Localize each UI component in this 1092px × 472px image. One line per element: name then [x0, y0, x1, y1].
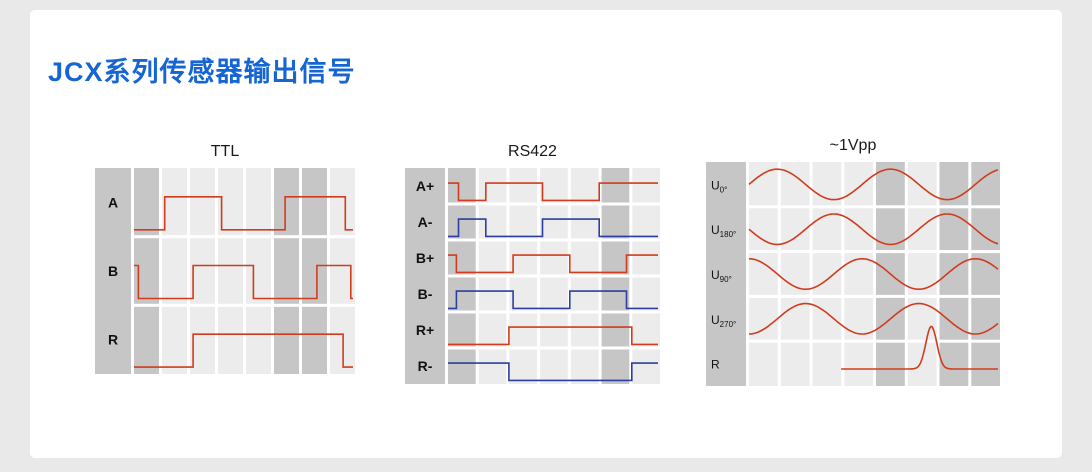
- row-divider: [445, 346, 660, 350]
- grid-column: [971, 162, 1000, 386]
- label-column: [405, 168, 445, 384]
- panel-canvas-rs422: A+ A- B+ B- R+ R-: [405, 168, 660, 384]
- grid-column: [190, 168, 215, 374]
- signal-U180-wave: [748, 213, 999, 246]
- grid-column: [749, 162, 778, 386]
- signal-label: R-: [418, 358, 433, 374]
- signal-label: U180°: [711, 223, 736, 239]
- panel-title-rs422: RS422: [508, 143, 557, 160]
- signal-R--wave: [448, 362, 658, 382]
- row-divider: [746, 250, 1000, 254]
- signal-label: R+: [416, 322, 434, 338]
- row-divider: [746, 205, 1000, 209]
- grid-column: [274, 168, 299, 374]
- signal-B--wave: [448, 290, 658, 310]
- row-divider: [445, 274, 660, 278]
- signal-label: R: [711, 358, 720, 372]
- label-column: [706, 162, 746, 386]
- panel-title-1vpp: ~1Vpp: [829, 137, 877, 154]
- panel-group-1vpp: ~1Vpp U0° U180° U90° U270° R: [706, 130, 1000, 386]
- signal-label: R: [108, 332, 118, 348]
- signal-R-wave: [134, 333, 353, 368]
- panel-group-rs422: RS422 A+ A- B+ B- R+ R-: [405, 136, 660, 384]
- row-divider: [445, 202, 660, 206]
- grid-column: [812, 162, 842, 386]
- signal-label: A-: [418, 214, 433, 230]
- signal-label: B+: [416, 250, 434, 266]
- signal-U0-wave: [748, 168, 999, 201]
- signal-B-wave: [134, 264, 353, 300]
- panel-canvas-ttl: A B R: [95, 168, 355, 374]
- signal-U270-wave: [749, 302, 999, 335]
- label-column: [95, 168, 131, 374]
- signal-A--wave: [448, 218, 658, 238]
- panel-canvas-1vpp: U0° U180° U90° U270° R: [706, 162, 1000, 386]
- panel-title-ttl: TTL: [210, 143, 240, 160]
- grid-column: [907, 162, 937, 386]
- signal-label: U90°: [711, 268, 732, 284]
- signal-R+-wave: [448, 326, 658, 346]
- signal-U90-wave: [749, 258, 999, 290]
- row-divider: [746, 339, 1000, 343]
- signal-label: A: [108, 194, 118, 210]
- grid-column: [844, 162, 874, 386]
- grid-column: [162, 168, 187, 374]
- rs422-diagram: A+ A- B+ B- R+ R-: [405, 168, 660, 384]
- signal-label: U270°: [711, 313, 736, 329]
- row-divider: [746, 294, 1000, 298]
- signal-R-wave: [841, 325, 998, 370]
- vpp-diagram: U0° U180° U90° U270° R: [706, 162, 1000, 386]
- signal-label: U0°: [711, 178, 727, 194]
- signal-label: B: [108, 263, 118, 279]
- grid-column: [302, 168, 327, 374]
- panel-group-ttl: TTL A B R: [95, 136, 355, 374]
- signal-label: B-: [418, 286, 433, 302]
- signal-B+-wave: [448, 254, 658, 274]
- row-divider: [131, 235, 355, 239]
- row-divider: [131, 303, 355, 307]
- grid-column: [939, 162, 969, 386]
- signal-A+-wave: [448, 182, 658, 202]
- grid-column: [246, 168, 271, 374]
- row-divider: [445, 238, 660, 242]
- row-divider: [445, 310, 660, 314]
- signal-A-wave: [134, 196, 353, 231]
- signal-label: A+: [416, 178, 434, 194]
- ttl-diagram: A B R: [95, 168, 355, 374]
- page-title: JCX系列传感器输出信号: [48, 57, 356, 87]
- grid-column: [780, 162, 810, 386]
